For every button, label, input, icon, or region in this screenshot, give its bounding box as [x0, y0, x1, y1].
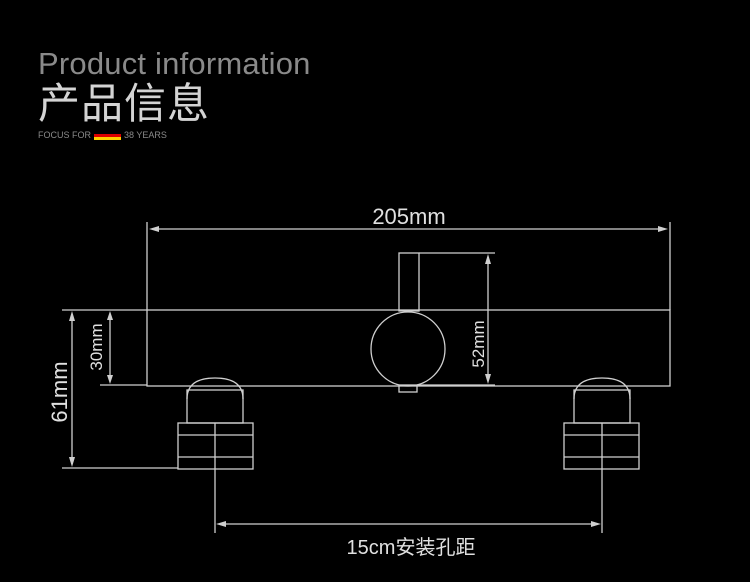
arrow-up: [485, 254, 491, 264]
left-mount-leg: [177, 377, 254, 470]
flag-stripe-gold: [94, 136, 121, 140]
arrow-right: [591, 521, 601, 527]
arrow-down: [69, 457, 75, 467]
left-connector: [186, 389, 244, 424]
knob-tab: [398, 384, 418, 393]
knob-height-dimension: 52mm: [417, 252, 495, 386]
total-height-dimension: 61mm: [47, 309, 178, 469]
german-flag-icon: [94, 130, 121, 140]
arrow-up: [69, 311, 75, 321]
valve-body: [146, 309, 671, 387]
title-chinese: 产品信息: [38, 79, 211, 128]
body-height-label: 30mm: [87, 323, 106, 370]
arrow-left: [149, 226, 159, 232]
header: Product information 产品信息 FOCUS FOR 38 YE…: [38, 46, 311, 140]
arrow-down: [107, 375, 113, 384]
tagline-suffix: 38 YEARS: [124, 130, 167, 140]
valve-stem: [398, 252, 420, 312]
flag-stripe-black: [94, 130, 121, 134]
mount-spacing-label: 15cm安装孔距: [347, 536, 476, 559]
knob-height-label: 52mm: [469, 320, 488, 367]
flag-stripe-red: [94, 133, 121, 137]
left-elbow: [186, 377, 244, 400]
right-elbow: [573, 377, 631, 400]
mount-spacing-dimension: 15cm安装孔距: [214, 469, 603, 559]
body-height-dimension: 30mm: [87, 311, 147, 386]
arrow-left: [216, 521, 226, 527]
arrow-right: [658, 226, 668, 232]
title-english: Product information: [38, 46, 311, 81]
tagline: FOCUS FOR 38 YEARS: [38, 130, 311, 140]
right-connector: [573, 389, 631, 424]
width-label: 205mm: [372, 204, 445, 229]
arrow-up: [107, 311, 113, 320]
valve-knob: [370, 311, 446, 387]
arrow-down: [485, 374, 491, 384]
total-height-label: 61mm: [47, 361, 72, 422]
right-mount-leg: [563, 377, 640, 470]
tagline-prefix: FOCUS FOR: [38, 130, 91, 140]
width-dimension: 205mm: [146, 204, 671, 310]
